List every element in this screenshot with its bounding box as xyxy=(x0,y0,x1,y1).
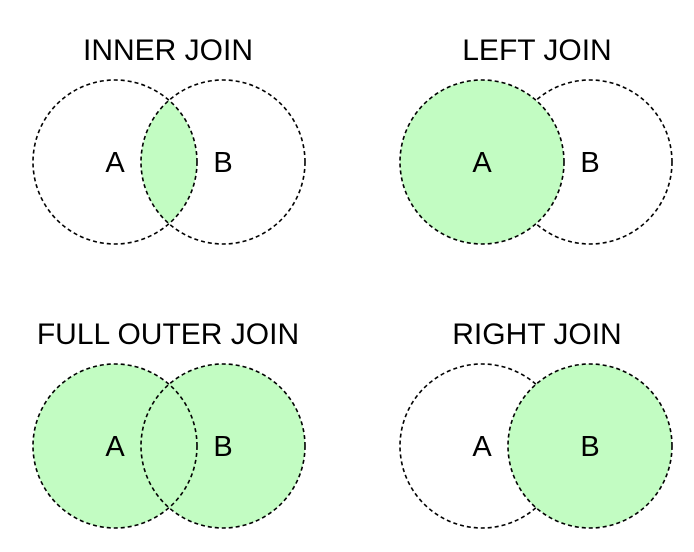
panel-title: INNER JOIN xyxy=(83,34,253,67)
label-b: B xyxy=(580,431,599,463)
label-a: A xyxy=(472,431,492,463)
circle-b xyxy=(507,363,673,529)
label-a: A xyxy=(105,147,125,179)
label-a: A xyxy=(472,147,492,179)
circle-b xyxy=(140,79,306,245)
circle-a xyxy=(32,79,198,245)
circle-a-region xyxy=(33,364,197,528)
label-b: B xyxy=(213,147,232,179)
panel-inner-join: INNER JOIN A B xyxy=(32,34,306,245)
panel-full-outer-join: FULL OUTER JOIN A B xyxy=(32,318,306,529)
label-b: B xyxy=(213,431,232,463)
panel-title: LEFT JOIN xyxy=(462,34,611,67)
circle-a xyxy=(399,79,565,245)
panel-right-join: RIGHT JOIN A B xyxy=(399,318,673,529)
panel-left-join: LEFT JOIN A B xyxy=(399,34,673,245)
panel-title: FULL OUTER JOIN xyxy=(37,318,299,351)
circle-a xyxy=(32,363,198,529)
label-b: B xyxy=(580,147,599,179)
circle-b xyxy=(140,363,306,529)
circle-b-region xyxy=(508,364,672,528)
circle-a-region xyxy=(400,80,564,244)
label-a: A xyxy=(105,431,125,463)
panel-title: RIGHT JOIN xyxy=(452,318,621,351)
intersection-region xyxy=(141,80,197,244)
circle-b xyxy=(507,79,673,245)
